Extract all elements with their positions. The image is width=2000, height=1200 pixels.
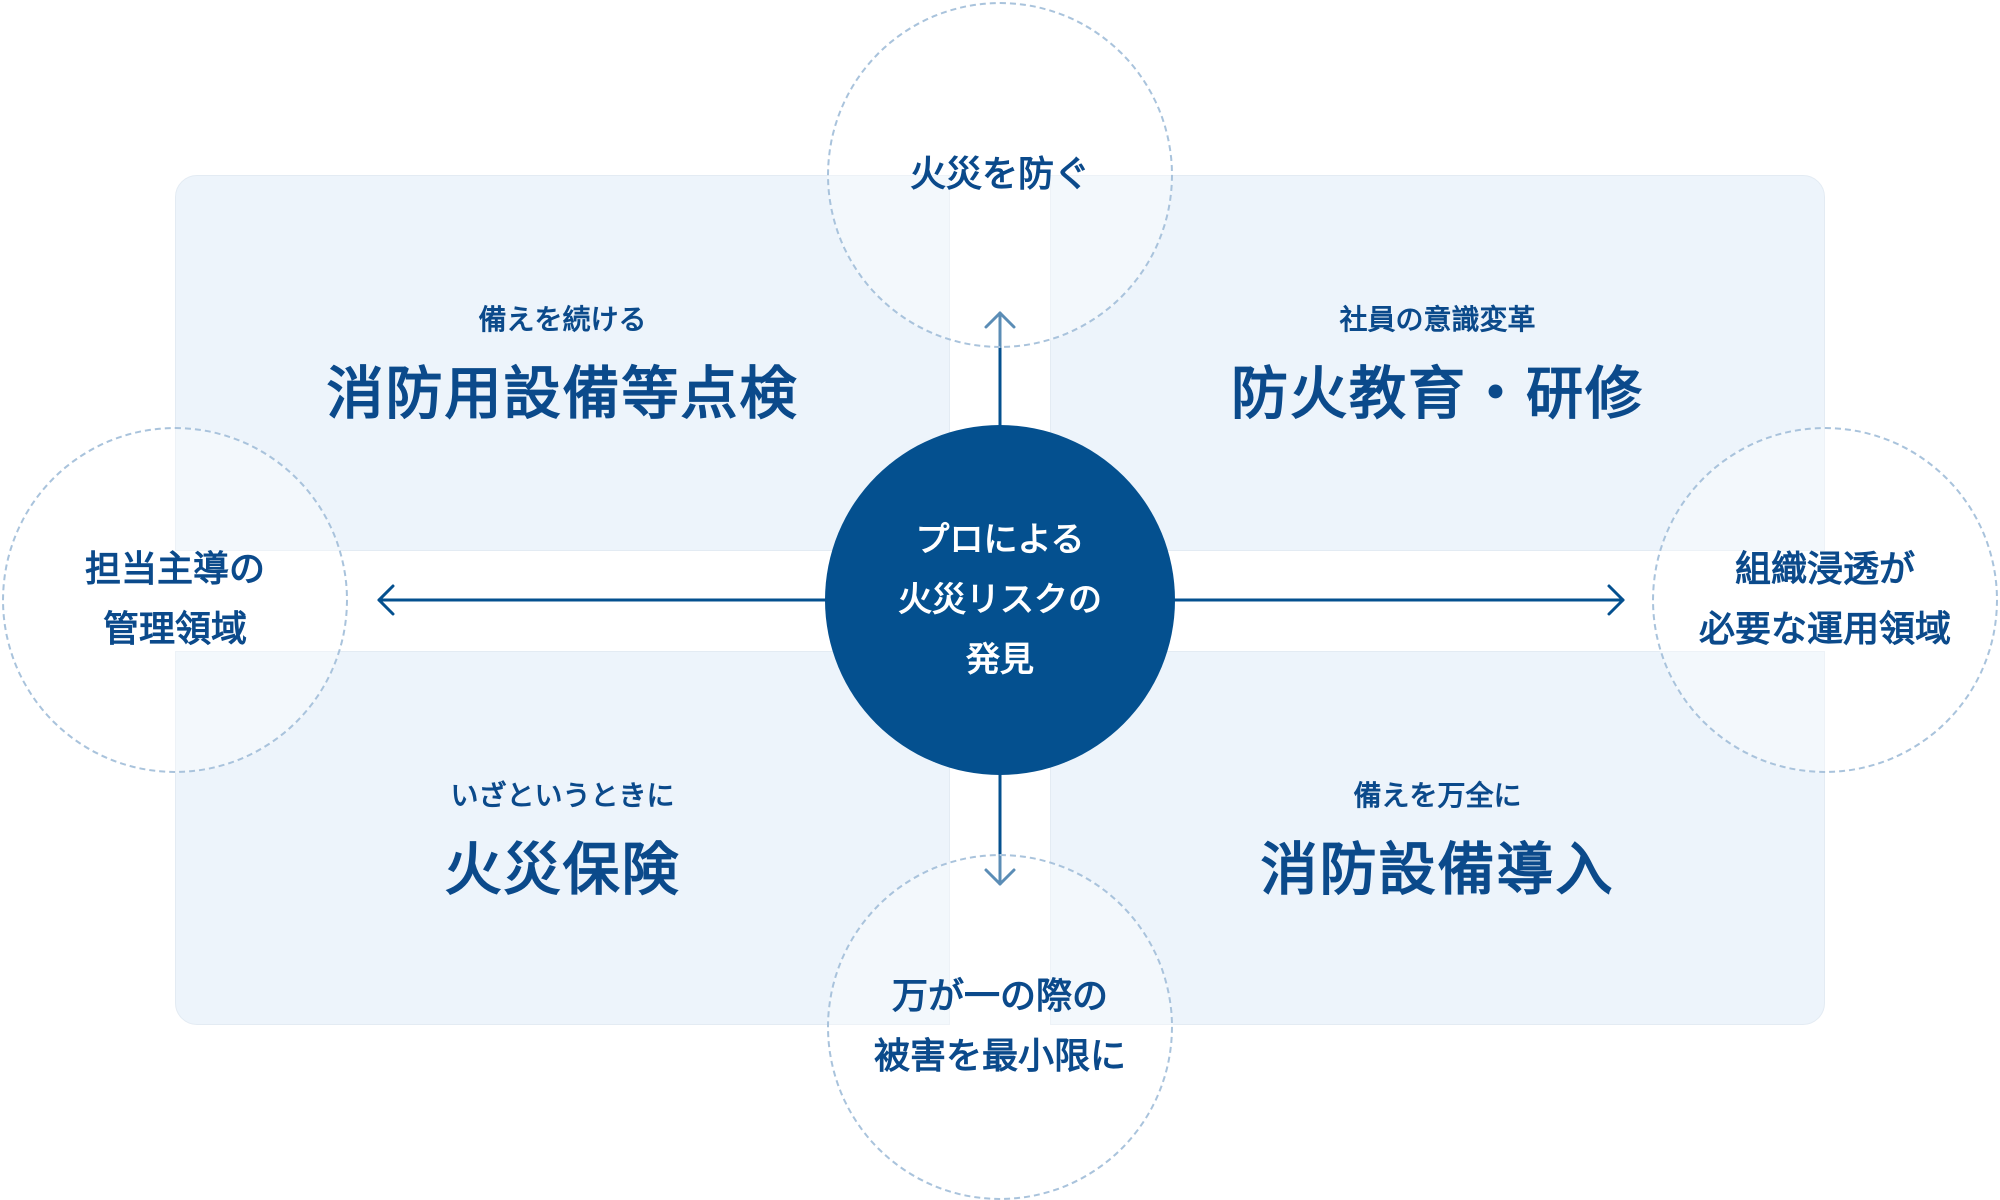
quadrant-title: 火災保険: [444, 837, 681, 903]
center-circle: プロによる 火災リスクの 発見: [825, 425, 1175, 775]
axis-label-text: 火災を防ぐ: [909, 154, 1090, 195]
axis-label-text: 担当主導の: [84, 549, 265, 590]
quadrant-title: 消防用設備等点検: [326, 361, 799, 427]
axis-label-top: 火災を防ぐ: [827, 2, 1173, 348]
center-text: 発見: [966, 640, 1034, 680]
quadrant-subtitle: 備えを万全に: [1353, 779, 1522, 812]
quadrant-subtitle: 社員の意識変革: [1339, 303, 1536, 336]
axis-label-bottom: 万が一の際の被害を最小限に: [827, 854, 1173, 1200]
axis-label-text: 万が一の際の: [891, 976, 1108, 1017]
axis-label-text: 組織浸透が: [1734, 549, 1915, 590]
center-text: 火災リスクの: [898, 580, 1102, 620]
quadrant-insurance: いざというときに 火災保険: [175, 651, 950, 1025]
arrow-left-icon: [377, 584, 827, 616]
arrow-right-icon: [1173, 584, 1625, 616]
center-text: プロによる: [915, 520, 1085, 560]
axis-label-text: 被害を最小限に: [873, 1036, 1126, 1077]
axis-label-right: 組織浸透が必要な運用領域: [1652, 427, 1998, 773]
axis-label-text: 必要な運用領域: [1698, 609, 1951, 650]
quadrant-subtitle: 備えを続ける: [478, 303, 647, 336]
axis-label-left: 担当主導の管理領域: [2, 427, 348, 773]
quadrant-subtitle: いざというときに: [450, 779, 675, 812]
quadrant-title: 消防設備導入: [1260, 837, 1615, 903]
axis-label-text: 管理領域: [102, 609, 247, 650]
quadrant-title: 防火教育・研修: [1231, 361, 1644, 427]
